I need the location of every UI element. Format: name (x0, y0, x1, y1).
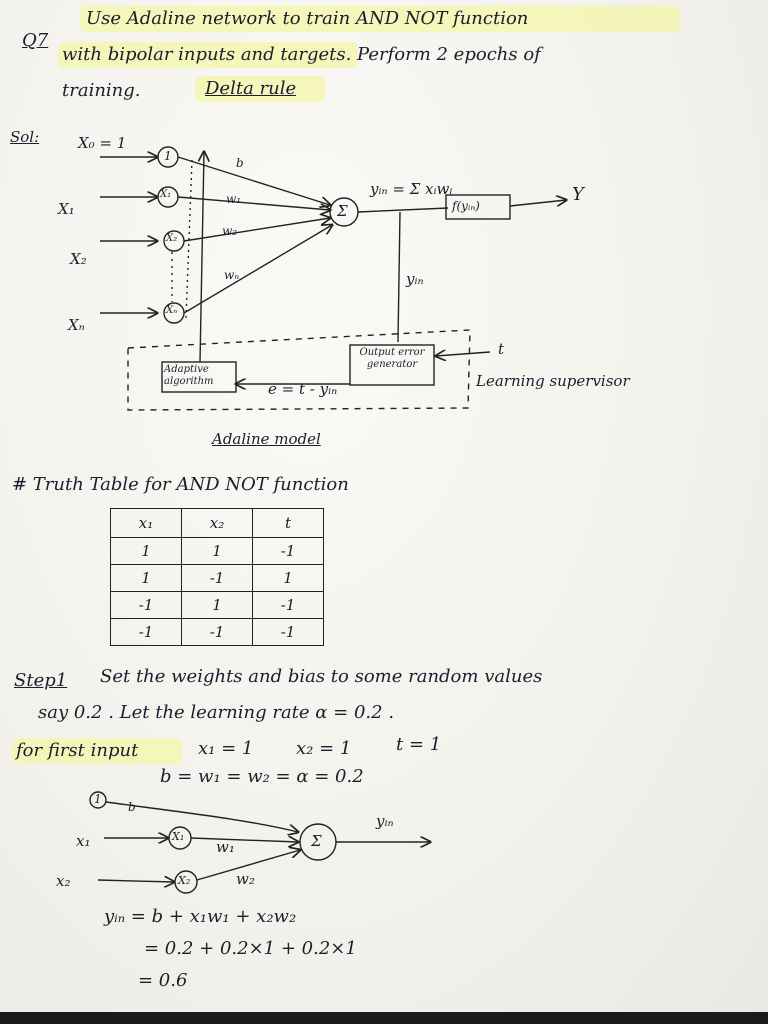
small-x1-label: x₁ (76, 832, 91, 850)
error-generator-box: Output error generator (359, 347, 425, 370)
cell: -1 (252, 537, 324, 565)
truth-table: x₁ x₂ t 1 1 -1 1 -1 1 -1 1 -1 -1 -1 -1 (110, 508, 324, 646)
small-node-1: 1 (94, 792, 102, 806)
highlight-question-line2 (58, 42, 358, 68)
page-bottom-edge (0, 1012, 768, 1024)
first-input-x2: x₂ = 1 (296, 738, 352, 759)
node-xn: Xₙ (166, 305, 178, 316)
step1-label: Step1 (14, 670, 68, 691)
weight-w2: w₂ (222, 224, 238, 238)
node-1: 1 (164, 149, 172, 163)
calc-line1: yᵢₙ = b + x₁w₁ + x₂w₂ (104, 906, 297, 927)
table-row: 1 1 -1 (110, 537, 324, 565)
question-number: Q7 (22, 30, 49, 51)
x1-label: X₁ (58, 200, 75, 218)
small-sum-symbol: Σ (311, 832, 322, 850)
table-row: -1 -1 -1 (110, 618, 324, 646)
small-weight-b: b (128, 800, 136, 814)
question-line3: training. (62, 80, 141, 101)
yin-equation: yᵢₙ = Σ xᵢwᵢ (370, 180, 453, 198)
calc-line2: = 0.2 + 0.2×1 + 0.2×1 (144, 938, 357, 959)
weight-b: b (236, 156, 244, 170)
x2-label: X₂ (70, 250, 87, 268)
target-t: t (498, 340, 505, 358)
highlight-delta-rule (195, 76, 325, 102)
header-x2: x₂ (181, 508, 253, 538)
question-line2: with bipolar inputs and targets. Perform… (62, 44, 541, 65)
calc-line3: = 0.6 (138, 970, 188, 991)
delta-rule-label: Delta rule (205, 78, 297, 99)
weight-wn: wₙ (224, 268, 240, 282)
weight-w1: w₁ (226, 192, 242, 206)
first-input-x1: x₁ = 1 (198, 738, 254, 759)
question-line1: Use Adaline network to train AND NOT fun… (86, 8, 529, 29)
small-x2-label: x₂ (56, 872, 71, 890)
small-weight-w2: w₂ (236, 870, 255, 888)
cell: -1 (181, 618, 253, 646)
step1-line2: say 0.2 . Let the learning rate α = 0.2 … (38, 702, 395, 723)
node-x1: X₁ (160, 189, 172, 200)
x0-label: X₀ = 1 (78, 134, 127, 152)
small-yin-label: yᵢₙ (376, 812, 394, 830)
highlight-question-line1 (80, 6, 680, 32)
cell: -1 (110, 618, 182, 646)
sum-symbol: Σ (337, 202, 348, 220)
truth-table-header: x₁ x₂ t (110, 508, 324, 538)
xn-label: Xₙ (68, 316, 85, 334)
cell: -1 (252, 591, 324, 619)
small-weight-w1: w₁ (216, 838, 235, 856)
output-y: Y (572, 184, 584, 205)
cell: -1 (181, 564, 253, 592)
first-input-label: for first input (16, 740, 139, 761)
small-node-x2: X₂ (178, 874, 191, 887)
cell: 1 (110, 564, 182, 592)
adaptive-algorithm-box: Adaptive algorithm (164, 364, 214, 387)
header-x1: x₁ (110, 508, 182, 538)
small-node-x1: X₁ (172, 830, 185, 843)
error-equation: e = t - yᵢₙ (268, 380, 338, 398)
adaline-caption: Adaline model (212, 430, 321, 448)
solution-label: Sol: (10, 128, 40, 146)
adaline-diagram (100, 146, 768, 411)
cell: -1 (252, 618, 324, 646)
header-t: t (252, 508, 324, 538)
table-row: -1 1 -1 (110, 591, 324, 619)
step1-line1: Set the weights and bias to some random … (100, 666, 543, 687)
first-input-t: t = 1 (396, 734, 442, 755)
learning-supervisor-label: Learning supervisor (476, 372, 630, 390)
cell: 1 (252, 564, 324, 592)
f-yin-box: f(yᵢₙ) (452, 199, 480, 213)
node-x2: X₂ (166, 233, 178, 244)
yin-feedback-label: yᵢₙ (406, 270, 424, 288)
truth-table-title: # Truth Table for AND NOT function (12, 474, 349, 495)
highlight-first-input (12, 738, 182, 764)
initial-weights: b = w₁ = w₂ = α = 0.2 (160, 766, 364, 787)
table-row: 1 -1 1 (110, 564, 324, 592)
